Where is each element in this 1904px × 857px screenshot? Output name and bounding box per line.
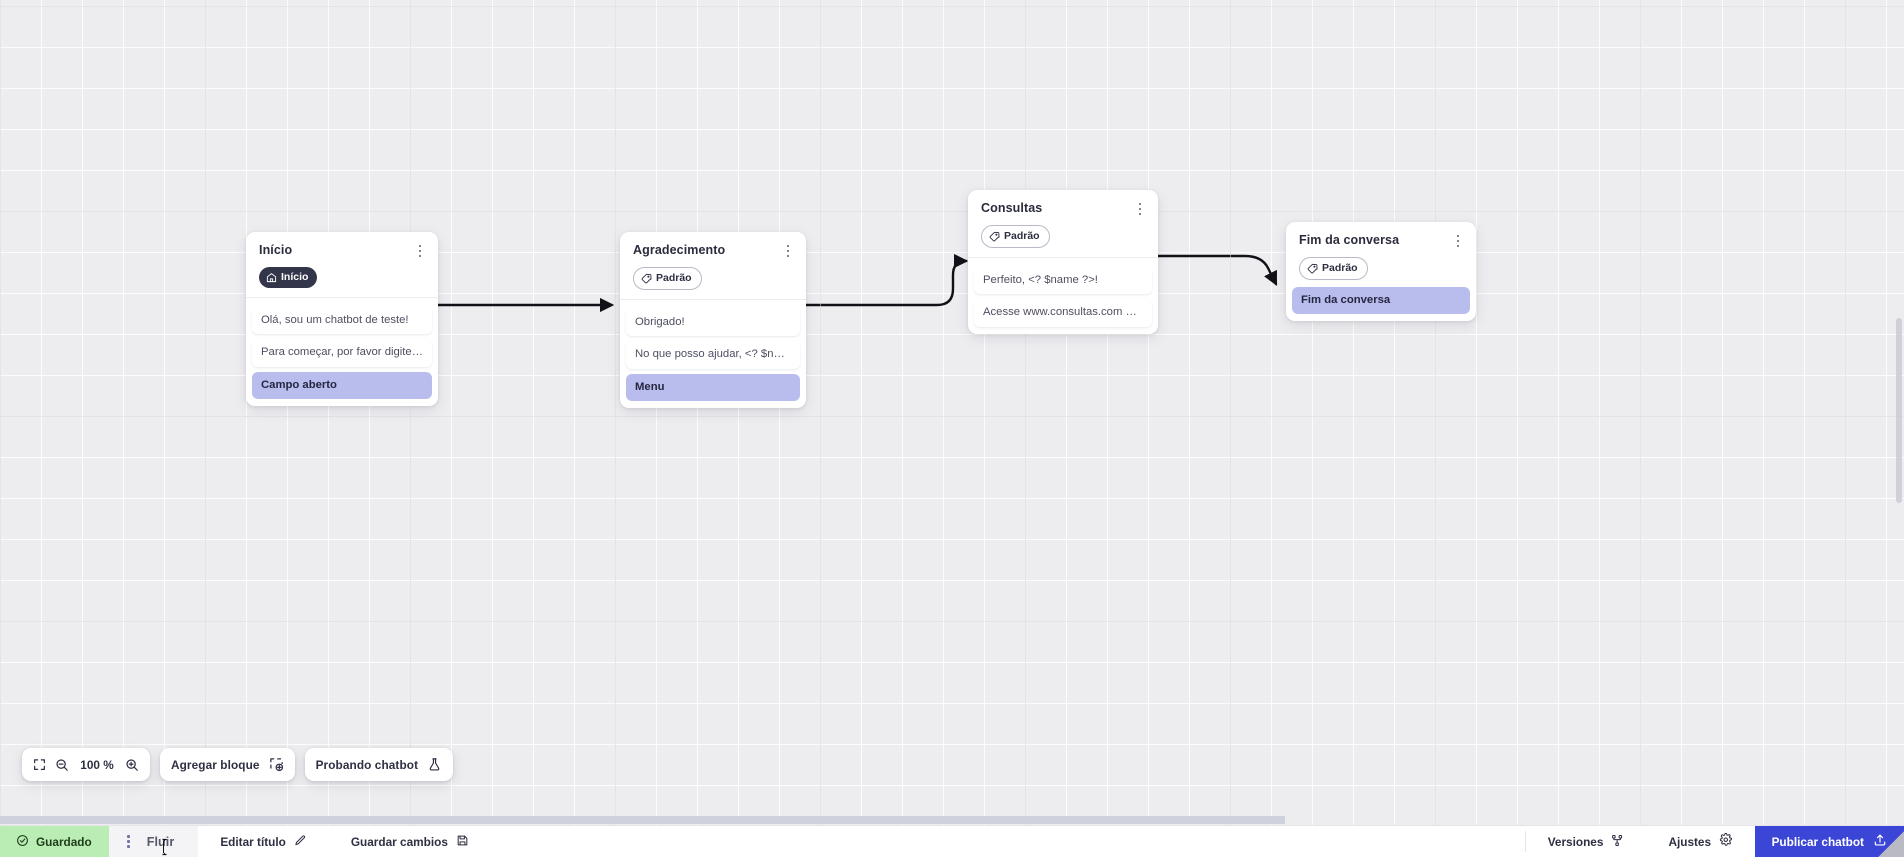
node-header: Consultas [968,190,1158,218]
node-title: Fim da conversa [1299,233,1400,247]
node-badge[interactable]: Padrão [633,267,702,290]
node-badge-label: Padrão [656,272,692,285]
node-rows: Fim da conversa [1286,287,1476,315]
edge-agradecimento-consultas [804,253,969,307]
kebab-menu-icon[interactable] [1451,232,1465,250]
flow-node-fim-da-conversa[interactable]: Fim da conversa Padrão Fim da conversa [1286,222,1476,322]
bottom-status-bar: Guardado Fluir Editar título Guardar cam… [0,825,1904,857]
versions-label: Versiones [1547,834,1604,849]
node-rows: Olá, sou um chatbot de teste! Para começ… [246,307,438,399]
kebab-menu-icon[interactable] [1133,200,1147,218]
test-chatbot-label: Probando chatbot [315,757,419,772]
divider [968,257,1158,258]
divider [620,299,806,300]
node-badge[interactable]: Início [259,267,318,288]
flow-node-inicio[interactable]: Início Início Olá, sou um chatbot de tes… [246,232,438,406]
save-changes-button[interactable]: Guardar cambios [329,826,491,857]
node-title: Consultas [981,201,1043,215]
kebab-menu-icon[interactable] [781,242,795,260]
edge-consultas-fim [1156,254,1278,286]
tag-icon [1307,263,1318,274]
saved-status-badge: Guardado [0,826,109,857]
zoom-controls: 100 % [22,748,150,781]
node-row[interactable]: Olá, sou um chatbot de teste! [252,307,432,335]
save-changes-label: Guardar cambios [350,834,448,849]
kebab-menu-icon[interactable] [413,242,427,260]
divider [1524,831,1526,852]
connector-edges [437,253,1278,313]
add-block-button[interactable]: Agregar bloque [160,748,295,781]
vertical-scrollbar[interactable] [1896,318,1902,503]
node-row[interactable]: Menu [626,373,800,401]
branch-icon [1611,834,1624,850]
statusbar-spacer [491,826,1525,857]
node-row[interactable]: Perfeito, <? $name ?>! [974,267,1152,295]
node-row[interactable]: Campo aberto [252,371,432,399]
node-badges: Padrão [968,218,1158,248]
node-badges: Início [246,260,438,288]
kebab-menu-icon[interactable] [123,834,135,850]
node-row[interactable]: Acesse www.consultas.com par... [974,299,1152,327]
node-header: Início [246,232,438,260]
node-badge[interactable]: Padrão [1299,257,1368,280]
flow-tab-label: Fluir [146,834,175,849]
canvas-toolbar: 100 % Agregar bloque Prob [22,748,454,781]
node-row[interactable]: Fim da conversa [1292,287,1470,315]
node-badges: Padrão [620,260,806,290]
test-chatbot-button[interactable]: Probando chatbot [304,748,454,781]
node-rows: Obrigado! No que posso ajudar, <? $name … [620,309,806,401]
versions-button[interactable]: Versiones [1526,826,1647,857]
gear-icon [1719,833,1733,850]
node-title: Início [259,243,293,257]
zoom-level-value: 100 % [80,757,114,772]
node-badge-label: Início [281,271,309,284]
node-badge-label: Padrão [1004,230,1040,243]
pencil-icon [294,834,307,850]
node-header: Fim da conversa [1286,222,1476,250]
publish-chatbot-label: Publicar chatbot [1771,834,1864,849]
flow-canvas[interactable]: Início Início Olá, sou um chatbot de tes… [0,0,1904,825]
settings-button[interactable]: Ajustes [1646,826,1754,857]
node-row[interactable]: Obrigado! [626,309,800,337]
zoom-in-icon[interactable] [125,758,139,772]
settings-label: Ajustes [1668,834,1712,849]
horizontal-scrollbar[interactable] [0,816,1285,824]
node-rows: Perfeito, <? $name ?>! Acesse www.consul… [968,267,1158,327]
flask-icon [427,757,442,772]
floppy-disk-icon [456,834,469,850]
zoom-out-icon[interactable] [55,758,69,772]
edit-title-button[interactable]: Editar título [198,826,329,857]
fit-screen-icon[interactable] [33,758,46,771]
add-block-label: Agregar bloque [171,757,260,772]
edit-title-label: Editar título [220,834,286,849]
flow-node-consultas[interactable]: Consultas Padrão Perfeito, <? $name ?>! … [968,190,1158,334]
node-row[interactable]: No que posso ajudar, <? $name ... [626,341,800,369]
node-row[interactable]: Para começar, por favor digite o ... [252,339,432,367]
flow-node-agradecimento[interactable]: Agradecimento Padrão Obrigado! No que po… [620,232,806,408]
add-block-icon [269,757,284,772]
window-resize-handle[interactable] [1878,831,1904,857]
node-badge-label: Padrão [1322,262,1358,275]
divider [246,297,438,298]
tag-icon [989,231,1000,242]
node-badge[interactable]: Padrão [981,225,1050,248]
home-icon [266,272,277,283]
node-badges: Padrão [1286,250,1476,280]
node-title: Agradecimento [633,243,726,257]
tag-icon [641,273,652,284]
saved-status-label: Guardado [36,834,92,849]
check-circle-icon [16,834,29,850]
flow-tab[interactable]: Fluir [108,826,199,857]
node-header: Agradecimento [620,232,806,260]
